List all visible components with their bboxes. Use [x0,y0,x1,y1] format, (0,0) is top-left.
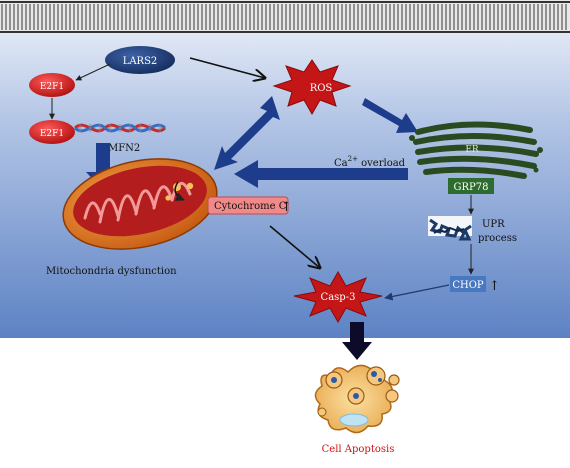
arrow-lars2-to-e2f1 [75,63,111,81]
upr-label-line2: process [478,233,517,244]
arrow-casp3-to-apoptosis [342,322,372,360]
chop-label: CHOP [452,280,484,291]
arrow-er-to-mitochondria-ca [234,160,408,188]
upr-label-line1: UPR [482,219,505,230]
arrow-ros-to-er [362,98,418,133]
arrow-cytochrome-to-casp3 [269,225,320,268]
upr-protein-icon [428,216,472,241]
mitochondria-dysfunction-label: Mitochondria dysfunction [46,266,177,277]
cytochrome-box [207,196,289,215]
lars2-label: LARS2 [123,56,158,67]
arrow-chop-to-casp3 [384,284,450,301]
grp78-label: GRP78 [454,182,489,193]
dna-helix-icon [73,123,167,133]
mitochondrion-icon [62,158,218,250]
casp3-burst-shape [293,270,383,324]
mfn2-label: MFN2 [108,143,140,154]
ros-burst-shape [272,59,352,116]
grp78-box [448,178,494,194]
er-organelle-icon [409,121,543,179]
e2f1-top-node-shape [29,73,75,97]
casp3-label: Casp-3 [321,292,356,303]
chop-box [450,276,486,292]
ca-overload-label: Ca2+ overload [334,155,406,169]
er-label: ER [465,145,479,155]
e2f1-top-label: E2F1 [40,82,64,92]
apoptotic-cell-icon [314,364,400,434]
e2f1-dna-node-shape [29,120,75,144]
cytochrome-up-arrow: ↑ [281,200,292,215]
ros-label: ROS [310,83,333,94]
cytochrome-label: Cytochrome C [214,201,287,212]
arrow-mitochondria-ros-bidirectional [214,96,280,170]
lars2-node-shape [105,46,175,74]
cell-membrane [0,0,570,34]
chop-up-arrow: ↑ [489,279,500,294]
cell-apoptosis-label: Cell Apoptosis [322,444,395,455]
arrow-lars2-to-ros [189,57,265,78]
e2f1-dna-label: E2F1 [40,129,64,139]
